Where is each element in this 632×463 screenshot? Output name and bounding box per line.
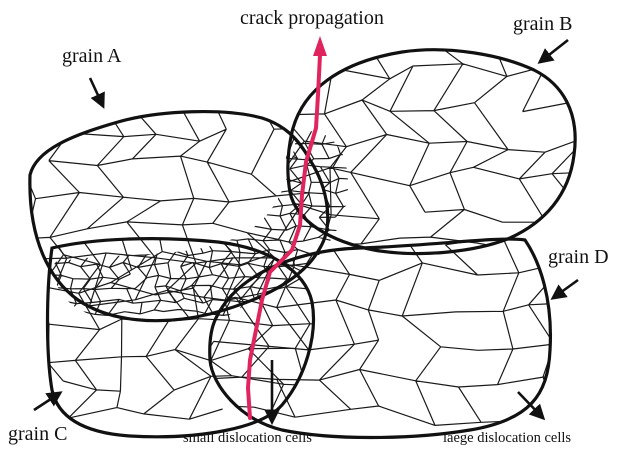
large-dislocation-cells-label: laege dislocation cells: [443, 431, 571, 446]
grain-d-label: grain D: [548, 247, 609, 267]
grain-b-arrow: [540, 40, 568, 62]
small-dislocation-cells-label: small dislocation cells: [183, 431, 312, 446]
grain-c-label: grain C: [8, 424, 67, 444]
grain-d-arrow: [553, 280, 578, 298]
grain-b-label: grain B: [513, 14, 572, 34]
grain-d-outline: [210, 239, 551, 437]
grain-a-arrow: [90, 78, 103, 106]
crack-propagation-label: crack propagation: [240, 8, 384, 28]
crack-line: [248, 55, 320, 418]
grain-a-label: grain A: [62, 46, 121, 66]
crack-arrowhead: [313, 36, 327, 56]
